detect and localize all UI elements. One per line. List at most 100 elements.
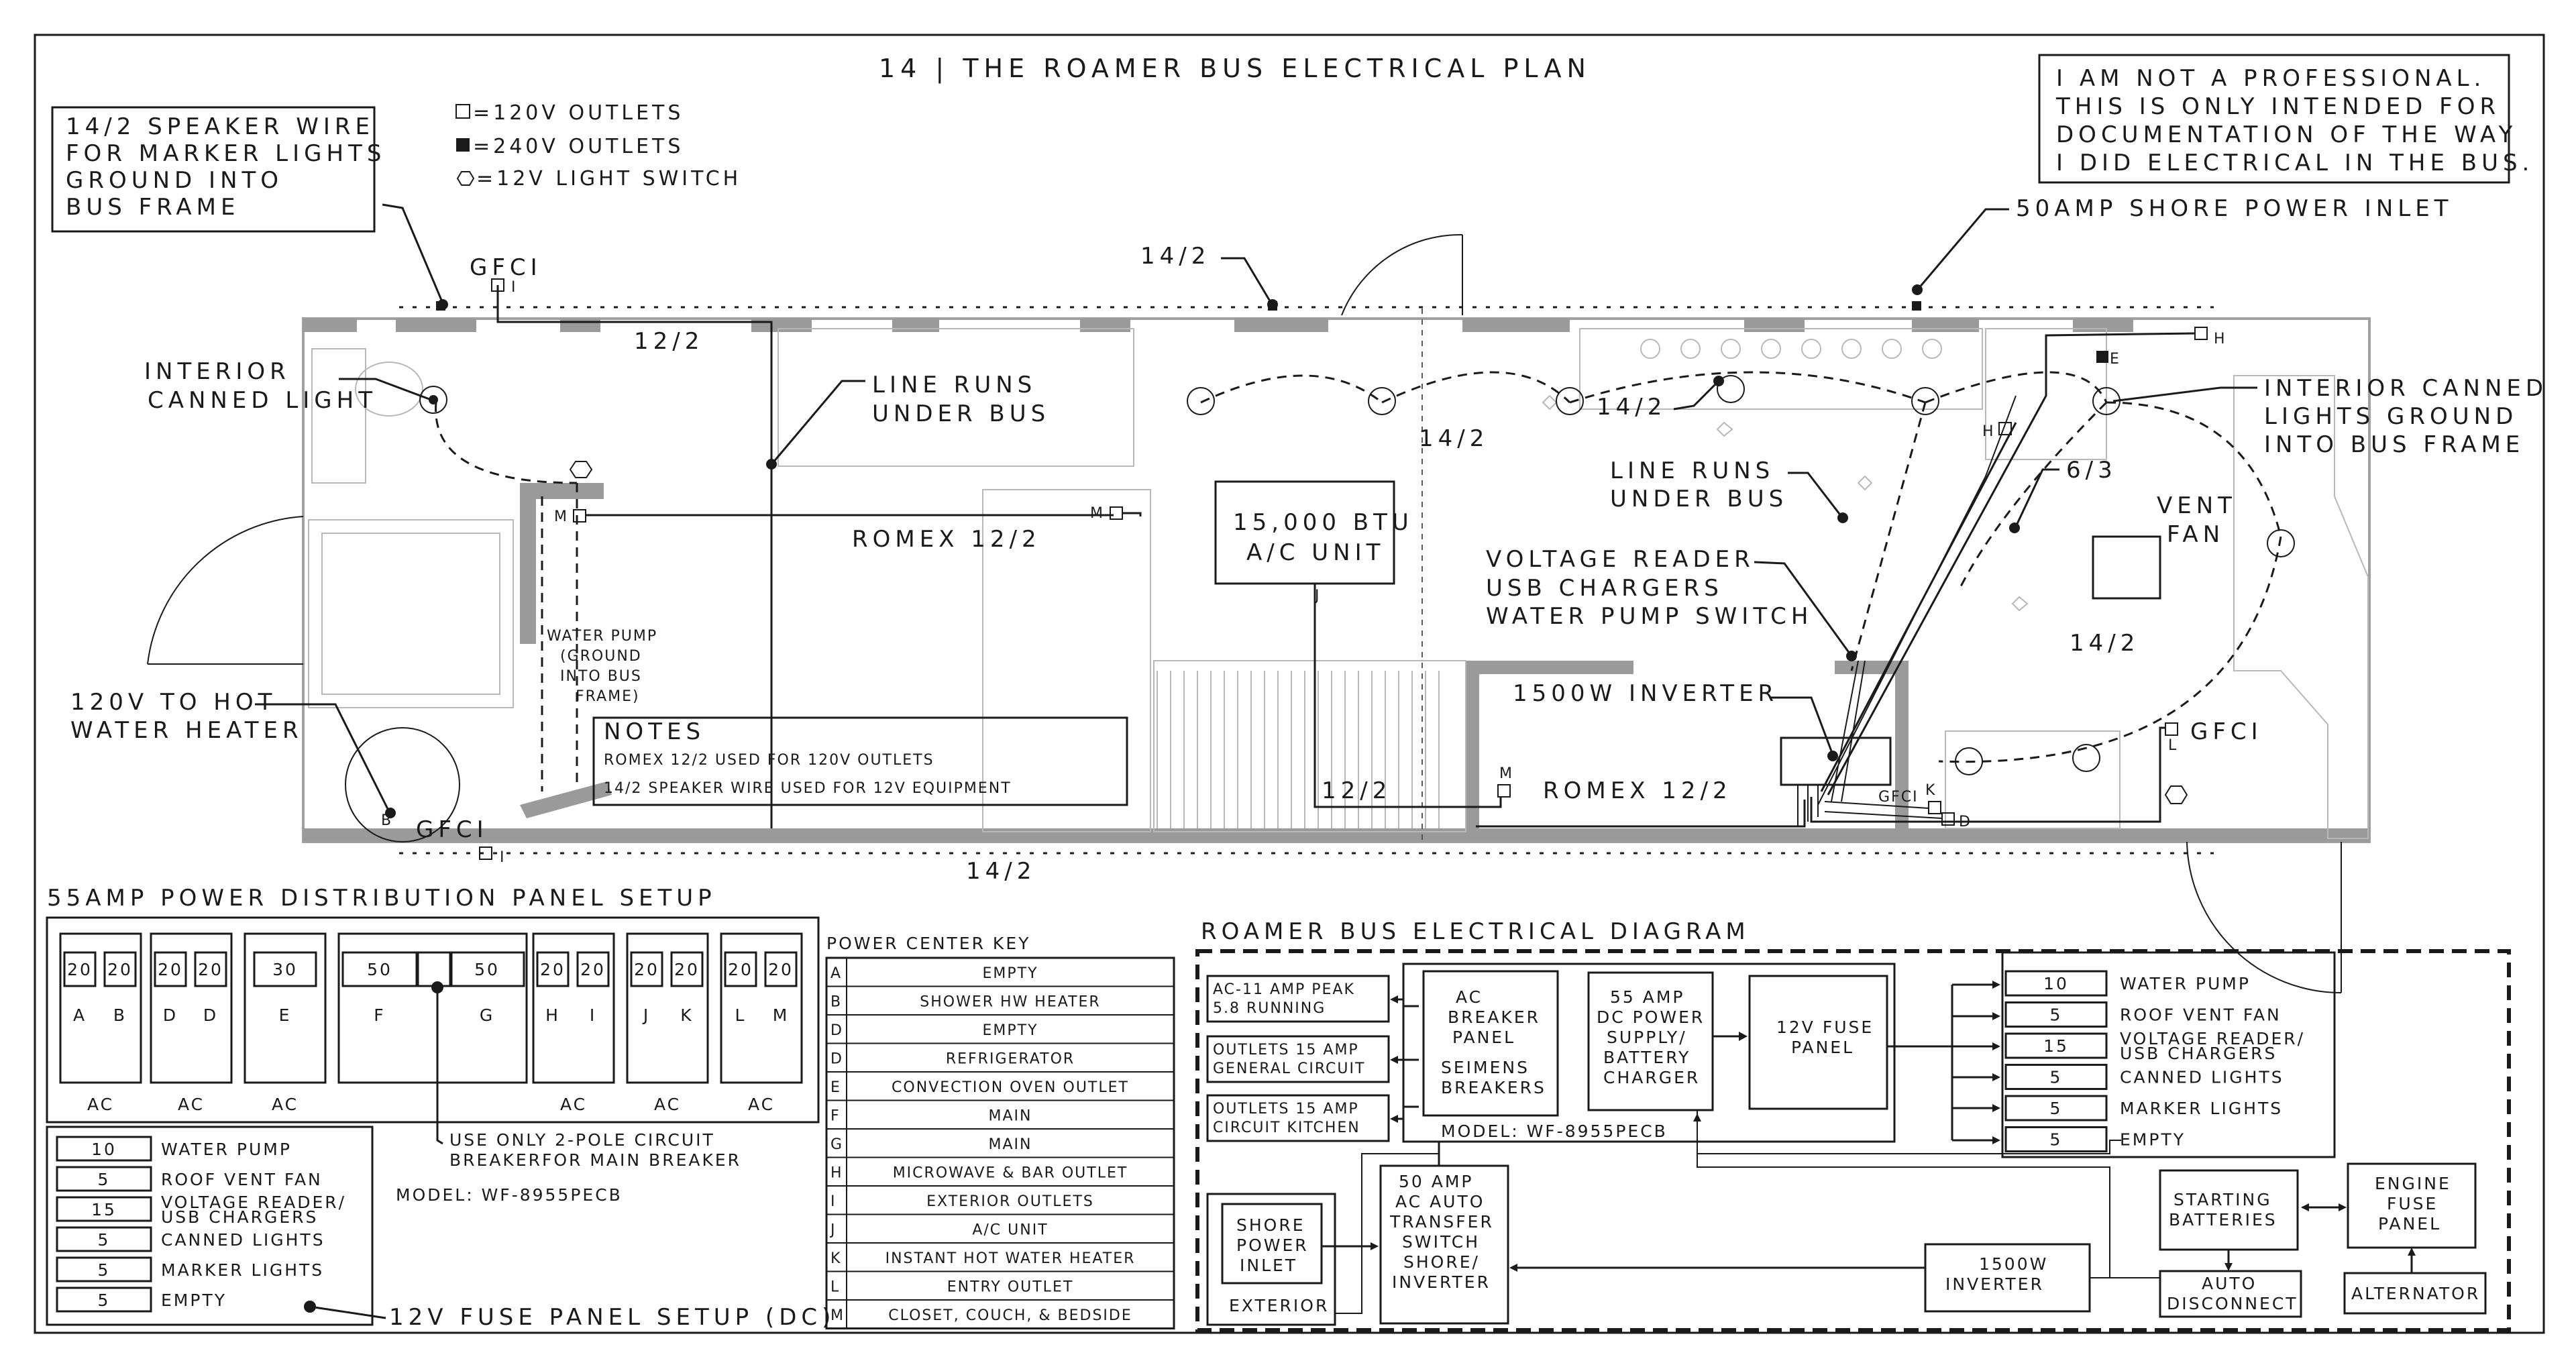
key-letter: J bbox=[829, 1222, 837, 1239]
breaker-slot bbox=[764, 951, 798, 987]
breaker-group bbox=[337, 932, 528, 1084]
line-runs-label: LINE RUNS bbox=[1610, 457, 1774, 484]
legend-120v: =120V OUTLETS bbox=[473, 101, 684, 125]
breaker-slot bbox=[103, 951, 137, 987]
breaker-amps: 20 bbox=[540, 960, 566, 979]
outlet-letter: E bbox=[2110, 351, 2121, 368]
breaker-group bbox=[150, 932, 233, 1084]
outlet-letter: M bbox=[554, 508, 568, 525]
breaker-letter: D bbox=[163, 1005, 178, 1025]
fuse-amps: 15 bbox=[91, 1200, 117, 1219]
diagram-fuse-label: VOLTAGE READER/ bbox=[2120, 1029, 2305, 1048]
key-letter: H bbox=[830, 1165, 843, 1182]
diagram-fuse-box bbox=[2004, 1032, 2108, 1059]
outlet-letter: I bbox=[500, 849, 506, 866]
breaker-slot bbox=[630, 951, 663, 987]
shore-inlet-line: INLET bbox=[1240, 1256, 1297, 1275]
fuse-amps-box bbox=[56, 1196, 152, 1222]
outlet-letter: J bbox=[1313, 588, 1321, 604]
diagram-fuse-label: USB CHARGERS bbox=[2120, 1044, 2277, 1063]
outlets-kitchen: CIRCUIT KITCHEN bbox=[1213, 1119, 1360, 1136]
dc-supply-line: CHARGER bbox=[1603, 1068, 1700, 1087]
ac-breaker-line: BREAKERS bbox=[1441, 1078, 1546, 1097]
engine-fuse-line: PANEL bbox=[2378, 1214, 2441, 1234]
outlet-letter: H bbox=[2214, 331, 2226, 347]
key-label: MAIN bbox=[989, 1136, 1032, 1153]
fuse-amps: 5 bbox=[98, 1291, 111, 1310]
inverter-line: INVERTER bbox=[1945, 1274, 2044, 1294]
ac-breaker-line: PANEL bbox=[1452, 1028, 1515, 1047]
disconnect-line: AUTO bbox=[2202, 1274, 2257, 1293]
fuse-label: USB CHARGERS bbox=[161, 1207, 318, 1227]
sheet-border bbox=[34, 34, 2545, 1334]
hot-water-label: WATER HEATER bbox=[70, 717, 303, 744]
canned-ground-label: INTERIOR CANNED bbox=[2264, 375, 2548, 402]
breaker-amps: 20 bbox=[107, 960, 133, 979]
breaker-slot bbox=[724, 951, 757, 987]
diagram-fuse-label: CANNED LIGHTS bbox=[2120, 1068, 2284, 1087]
fuse-label: EMPTY bbox=[161, 1291, 227, 1310]
diagram-model: MODEL: WF-8955PECB bbox=[1441, 1122, 1668, 1141]
key-letter: G bbox=[830, 1136, 843, 1153]
bus-floor-plan: 15,000 BTU A/C UNIT VENT FAN 1500W INVER… bbox=[70, 195, 2548, 993]
water-pump-label: WATER PUMP bbox=[547, 628, 657, 645]
breaker-letter: A bbox=[73, 1005, 87, 1025]
water-pump-label: FRAME) bbox=[576, 688, 640, 705]
breaker-group bbox=[244, 932, 327, 1084]
breaker-amps: 20 bbox=[67, 960, 93, 979]
main-breaker-note: BREAKERFOR MAIN BREAKER bbox=[449, 1150, 741, 1170]
inverter-line: 1500W bbox=[1979, 1254, 2048, 1274]
outlet-letter: M bbox=[1090, 505, 1104, 522]
transfer-line: SWITCH bbox=[1402, 1232, 1480, 1252]
breaker-letter: G bbox=[480, 1005, 494, 1025]
wire-14-2-label: 14/2 bbox=[1419, 425, 1489, 452]
fuse-amps: 5 bbox=[98, 1230, 111, 1250]
dc-supply-line: 55 AMP bbox=[1610, 987, 1685, 1007]
outlets-general: OUTLETS 15 AMP bbox=[1213, 1042, 1359, 1058]
exterior-label: EXTERIOR bbox=[1229, 1296, 1329, 1315]
gfci-label: GFCI bbox=[416, 816, 488, 843]
wire-12-2-label: 12/2 bbox=[1322, 777, 1391, 804]
page-title: 14 | THE ROAMER BUS ELECTRICAL PLAN bbox=[879, 54, 1591, 84]
key-label: REFRIGERATOR bbox=[946, 1051, 1075, 1068]
diagram-fuse-box bbox=[2004, 1095, 2108, 1122]
breaker-amps: 20 bbox=[634, 960, 659, 979]
canned-ground-label: LIGHTS GROUND bbox=[2264, 403, 2518, 430]
electrical-diagram: ROAMER BUS ELECTRICAL DIAGRAM AC-11 AMP … bbox=[1195, 918, 2511, 1332]
voltage-reader-label: VOLTAGE READER bbox=[1486, 546, 1755, 573]
fuse-amps-box bbox=[56, 1256, 152, 1282]
breaker-amps: 50 bbox=[367, 960, 392, 979]
key-label: INSTANT HOT WATER HEATER bbox=[885, 1250, 1136, 1267]
gfci-label: GFCI bbox=[1878, 789, 1919, 806]
diagram-fuse-amps: 5 bbox=[2050, 1068, 2063, 1087]
dc-supply-line: DC POWER bbox=[1597, 1007, 1705, 1027]
ac-breaker-line: AC bbox=[1456, 987, 1483, 1007]
diagram-fuse-label: ROOF VENT FAN bbox=[2120, 1005, 2282, 1025]
outlet-letter: D bbox=[1959, 814, 1972, 830]
key-letter: D bbox=[830, 1051, 843, 1068]
outlet-letter: H bbox=[1982, 423, 1995, 440]
breaker-amps: 30 bbox=[272, 960, 298, 979]
diagram-fuse-amps: 5 bbox=[2050, 1099, 2063, 1118]
hot-water-label: 120V TO HOT bbox=[70, 689, 276, 716]
breaker-type: AC bbox=[87, 1095, 114, 1114]
key-letter: E bbox=[830, 1079, 841, 1096]
panel-setup-heading: 55AMP POWER DISTRIBUTION PANEL SETUP bbox=[47, 885, 716, 912]
fuse-amps: 5 bbox=[98, 1260, 111, 1280]
key-label: EXTERIOR OUTLETS bbox=[926, 1193, 1094, 1210]
canned-ground-label: INTO BUS FRAME bbox=[2264, 431, 2524, 458]
transfer-line: INVERTER bbox=[1392, 1272, 1491, 1292]
outlet-120v-icon bbox=[455, 104, 470, 119]
alternator-label: ALTERNATOR bbox=[2351, 1284, 2480, 1303]
fuse-amps-box bbox=[56, 1136, 152, 1162]
engine-fuse-line: ENGINE bbox=[2375, 1174, 2451, 1193]
breaker-amps: 20 bbox=[158, 960, 183, 979]
shore-inlet-line: SHORE bbox=[1236, 1215, 1305, 1235]
gfci-label: GFCI bbox=[470, 254, 542, 281]
key-label: EMPTY bbox=[982, 965, 1038, 982]
fuse-amps-box bbox=[56, 1287, 152, 1313]
diagram-fuse-label: WATER PUMP bbox=[2120, 974, 2251, 993]
wire-12-2-label: 12/2 bbox=[634, 328, 704, 355]
